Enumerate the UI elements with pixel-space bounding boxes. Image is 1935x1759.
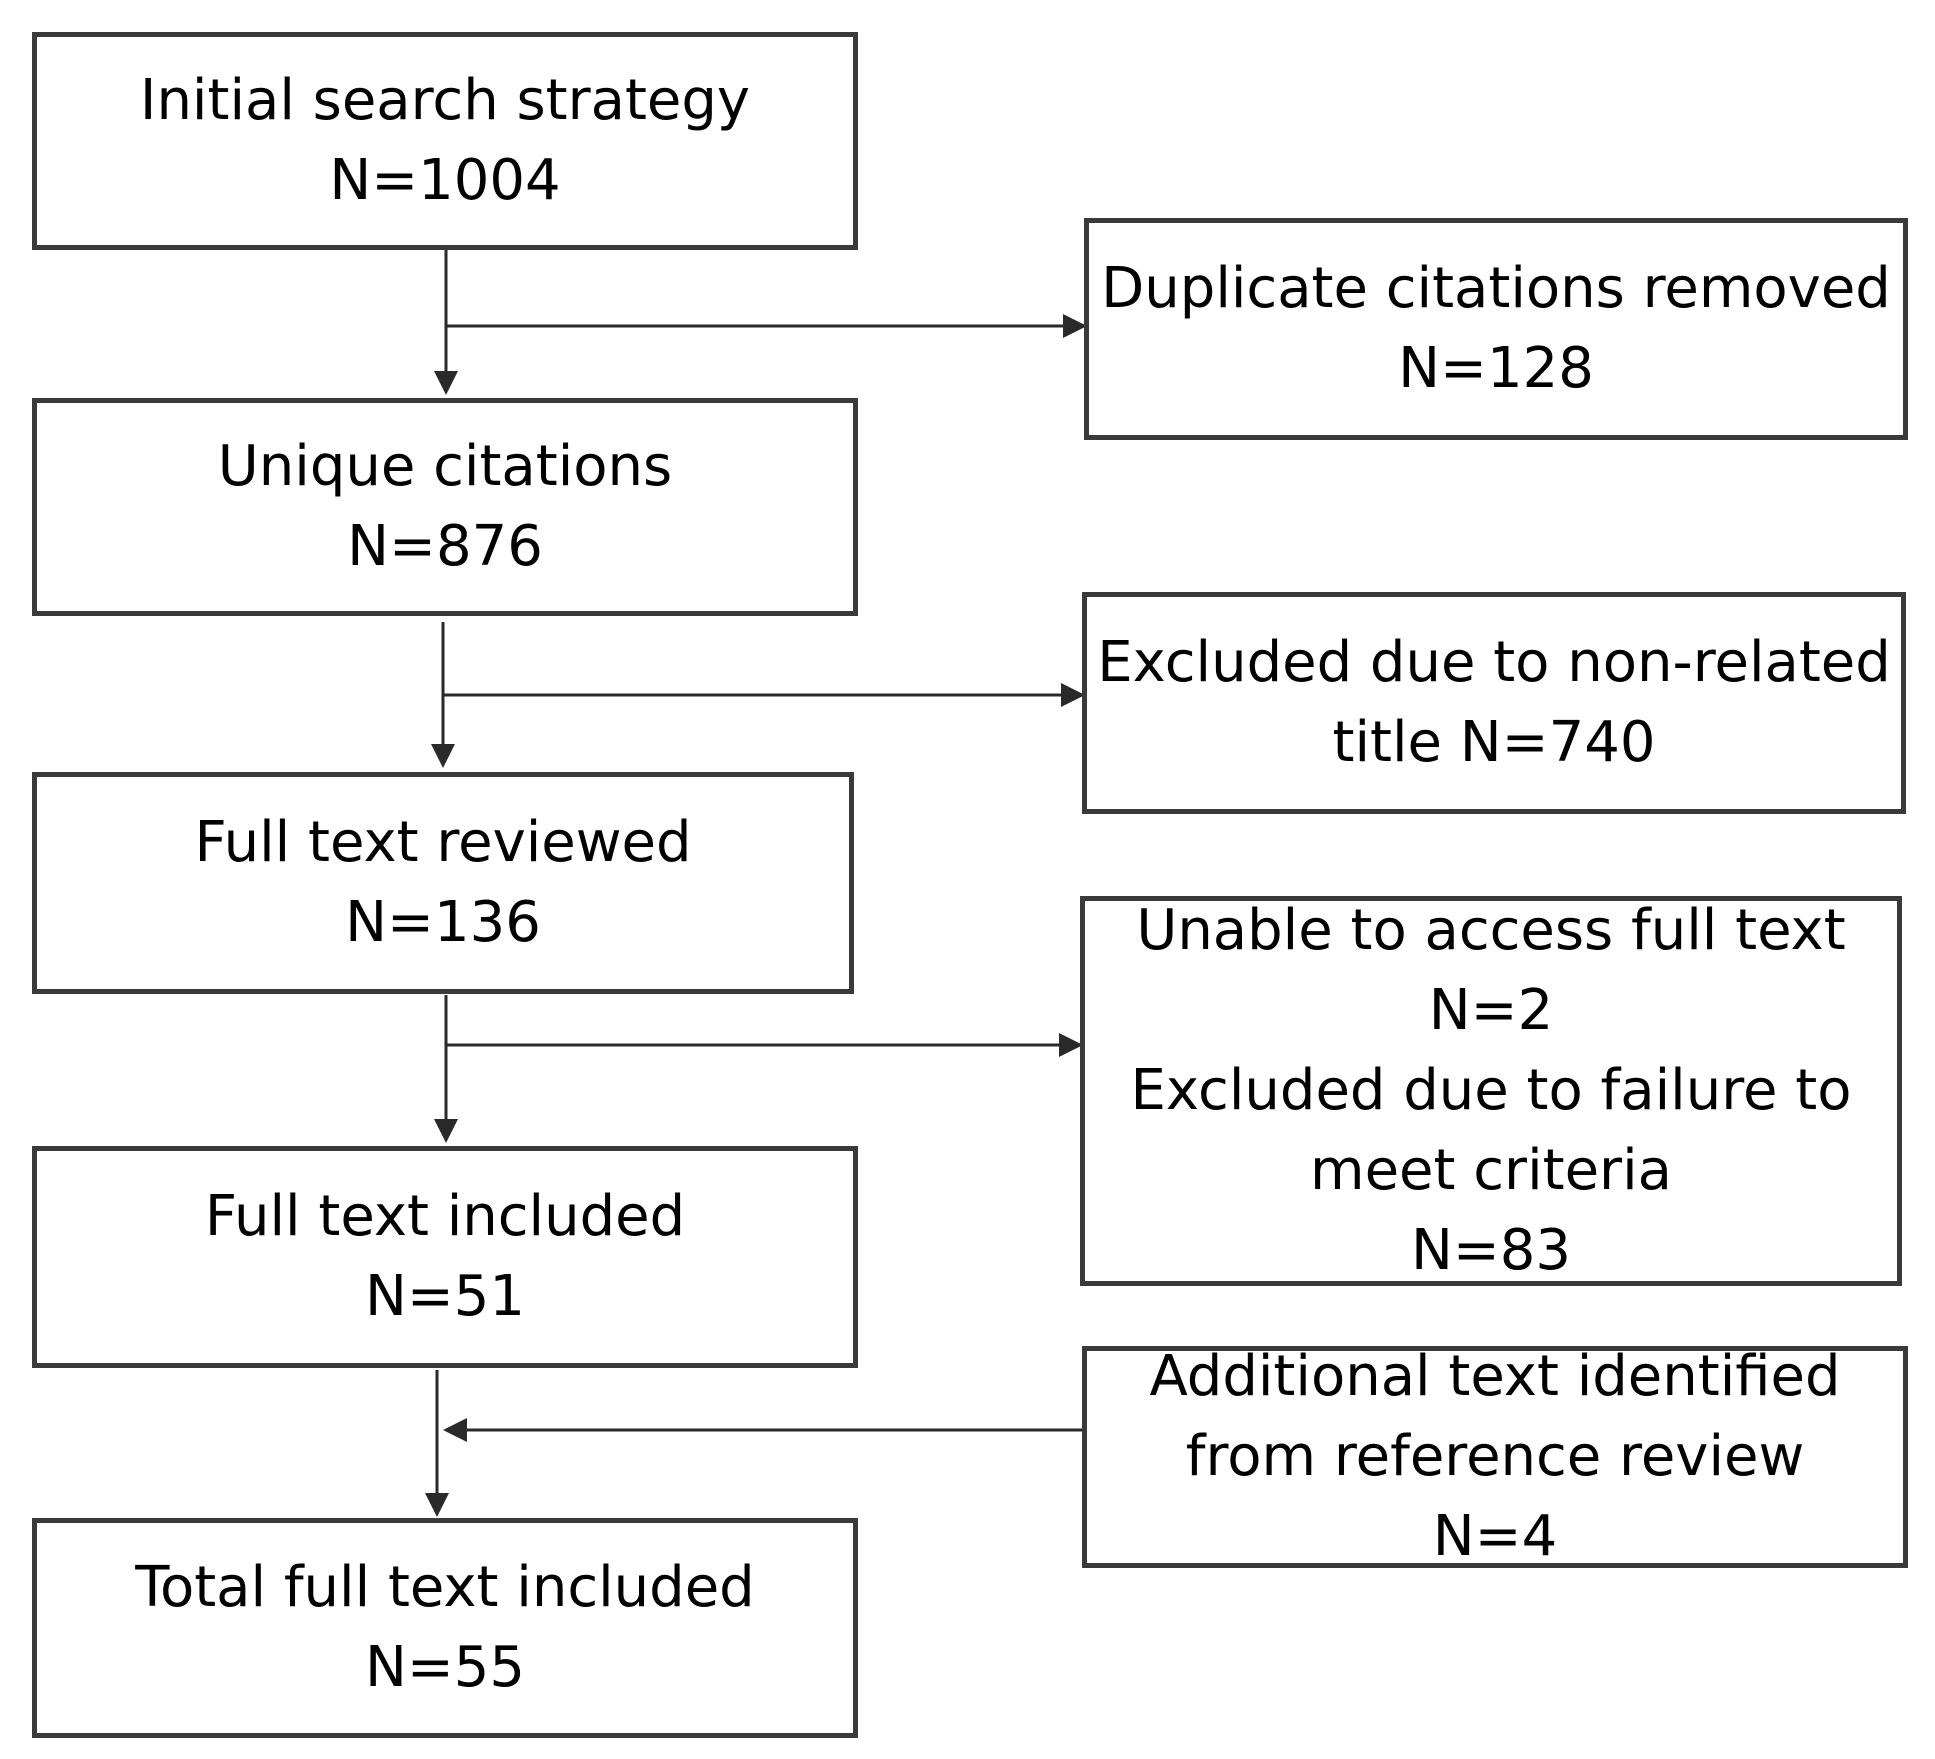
excluded-fulltext-line4: meet criteria <box>1310 1138 1672 1203</box>
excluded-fulltext-line5: N=83 <box>1410 1218 1572 1283</box>
total-included-box: Total full text included N=55 <box>32 1518 858 1738</box>
unique-citations-box: Unique citations N=876 <box>32 398 858 616</box>
excluded-title-line1: Excluded due to non-related <box>1097 630 1891 695</box>
excluded-fulltext-line1: Unable to access full text <box>1136 898 1846 963</box>
duplicates-removed-count: N=128 <box>1398 336 1594 401</box>
duplicates-removed-box: Duplicate citations removed N=128 <box>1084 218 1908 440</box>
full-text-reviewed-count: N=136 <box>345 890 541 955</box>
duplicates-removed-title: Duplicate citations removed <box>1101 256 1891 321</box>
initial-search-title: Initial search strategy <box>139 68 751 133</box>
excluded-title-box: Excluded due to non-related title N=740 <box>1082 592 1906 814</box>
excluded-title-line2: title N=740 <box>1332 710 1656 775</box>
full-text-included-box: Full text included N=51 <box>32 1146 858 1368</box>
initial-search-box: Initial search strategy N=1004 <box>32 32 858 250</box>
additional-text-line2: from reference review <box>1185 1424 1805 1489</box>
additional-text-line1: Additional text identified <box>1149 1344 1841 1409</box>
additional-text-box: Additional text identified from referenc… <box>1082 1344 1908 1569</box>
full-text-included-title: Full text included <box>204 1184 686 1249</box>
excluded-fulltext-line3: Excluded due to failure to <box>1130 1058 1852 1123</box>
excluded-fulltext-box: Unable to access full text N=2 Excluded … <box>1080 896 1902 1286</box>
full-text-included-count: N=51 <box>364 1264 526 1329</box>
total-included-title: Total full text included <box>135 1555 755 1620</box>
excluded-fulltext-line2: N=2 <box>1428 978 1554 1043</box>
unique-citations-title: Unique citations <box>217 434 673 499</box>
total-included-count: N=55 <box>364 1635 526 1700</box>
full-text-reviewed-box: Full text reviewed N=136 <box>32 772 854 994</box>
full-text-reviewed-title: Full text reviewed <box>194 810 692 875</box>
additional-text-line3: N=4 <box>1432 1504 1558 1569</box>
unique-citations-count: N=876 <box>347 514 543 579</box>
initial-search-count: N=1004 <box>329 148 561 213</box>
